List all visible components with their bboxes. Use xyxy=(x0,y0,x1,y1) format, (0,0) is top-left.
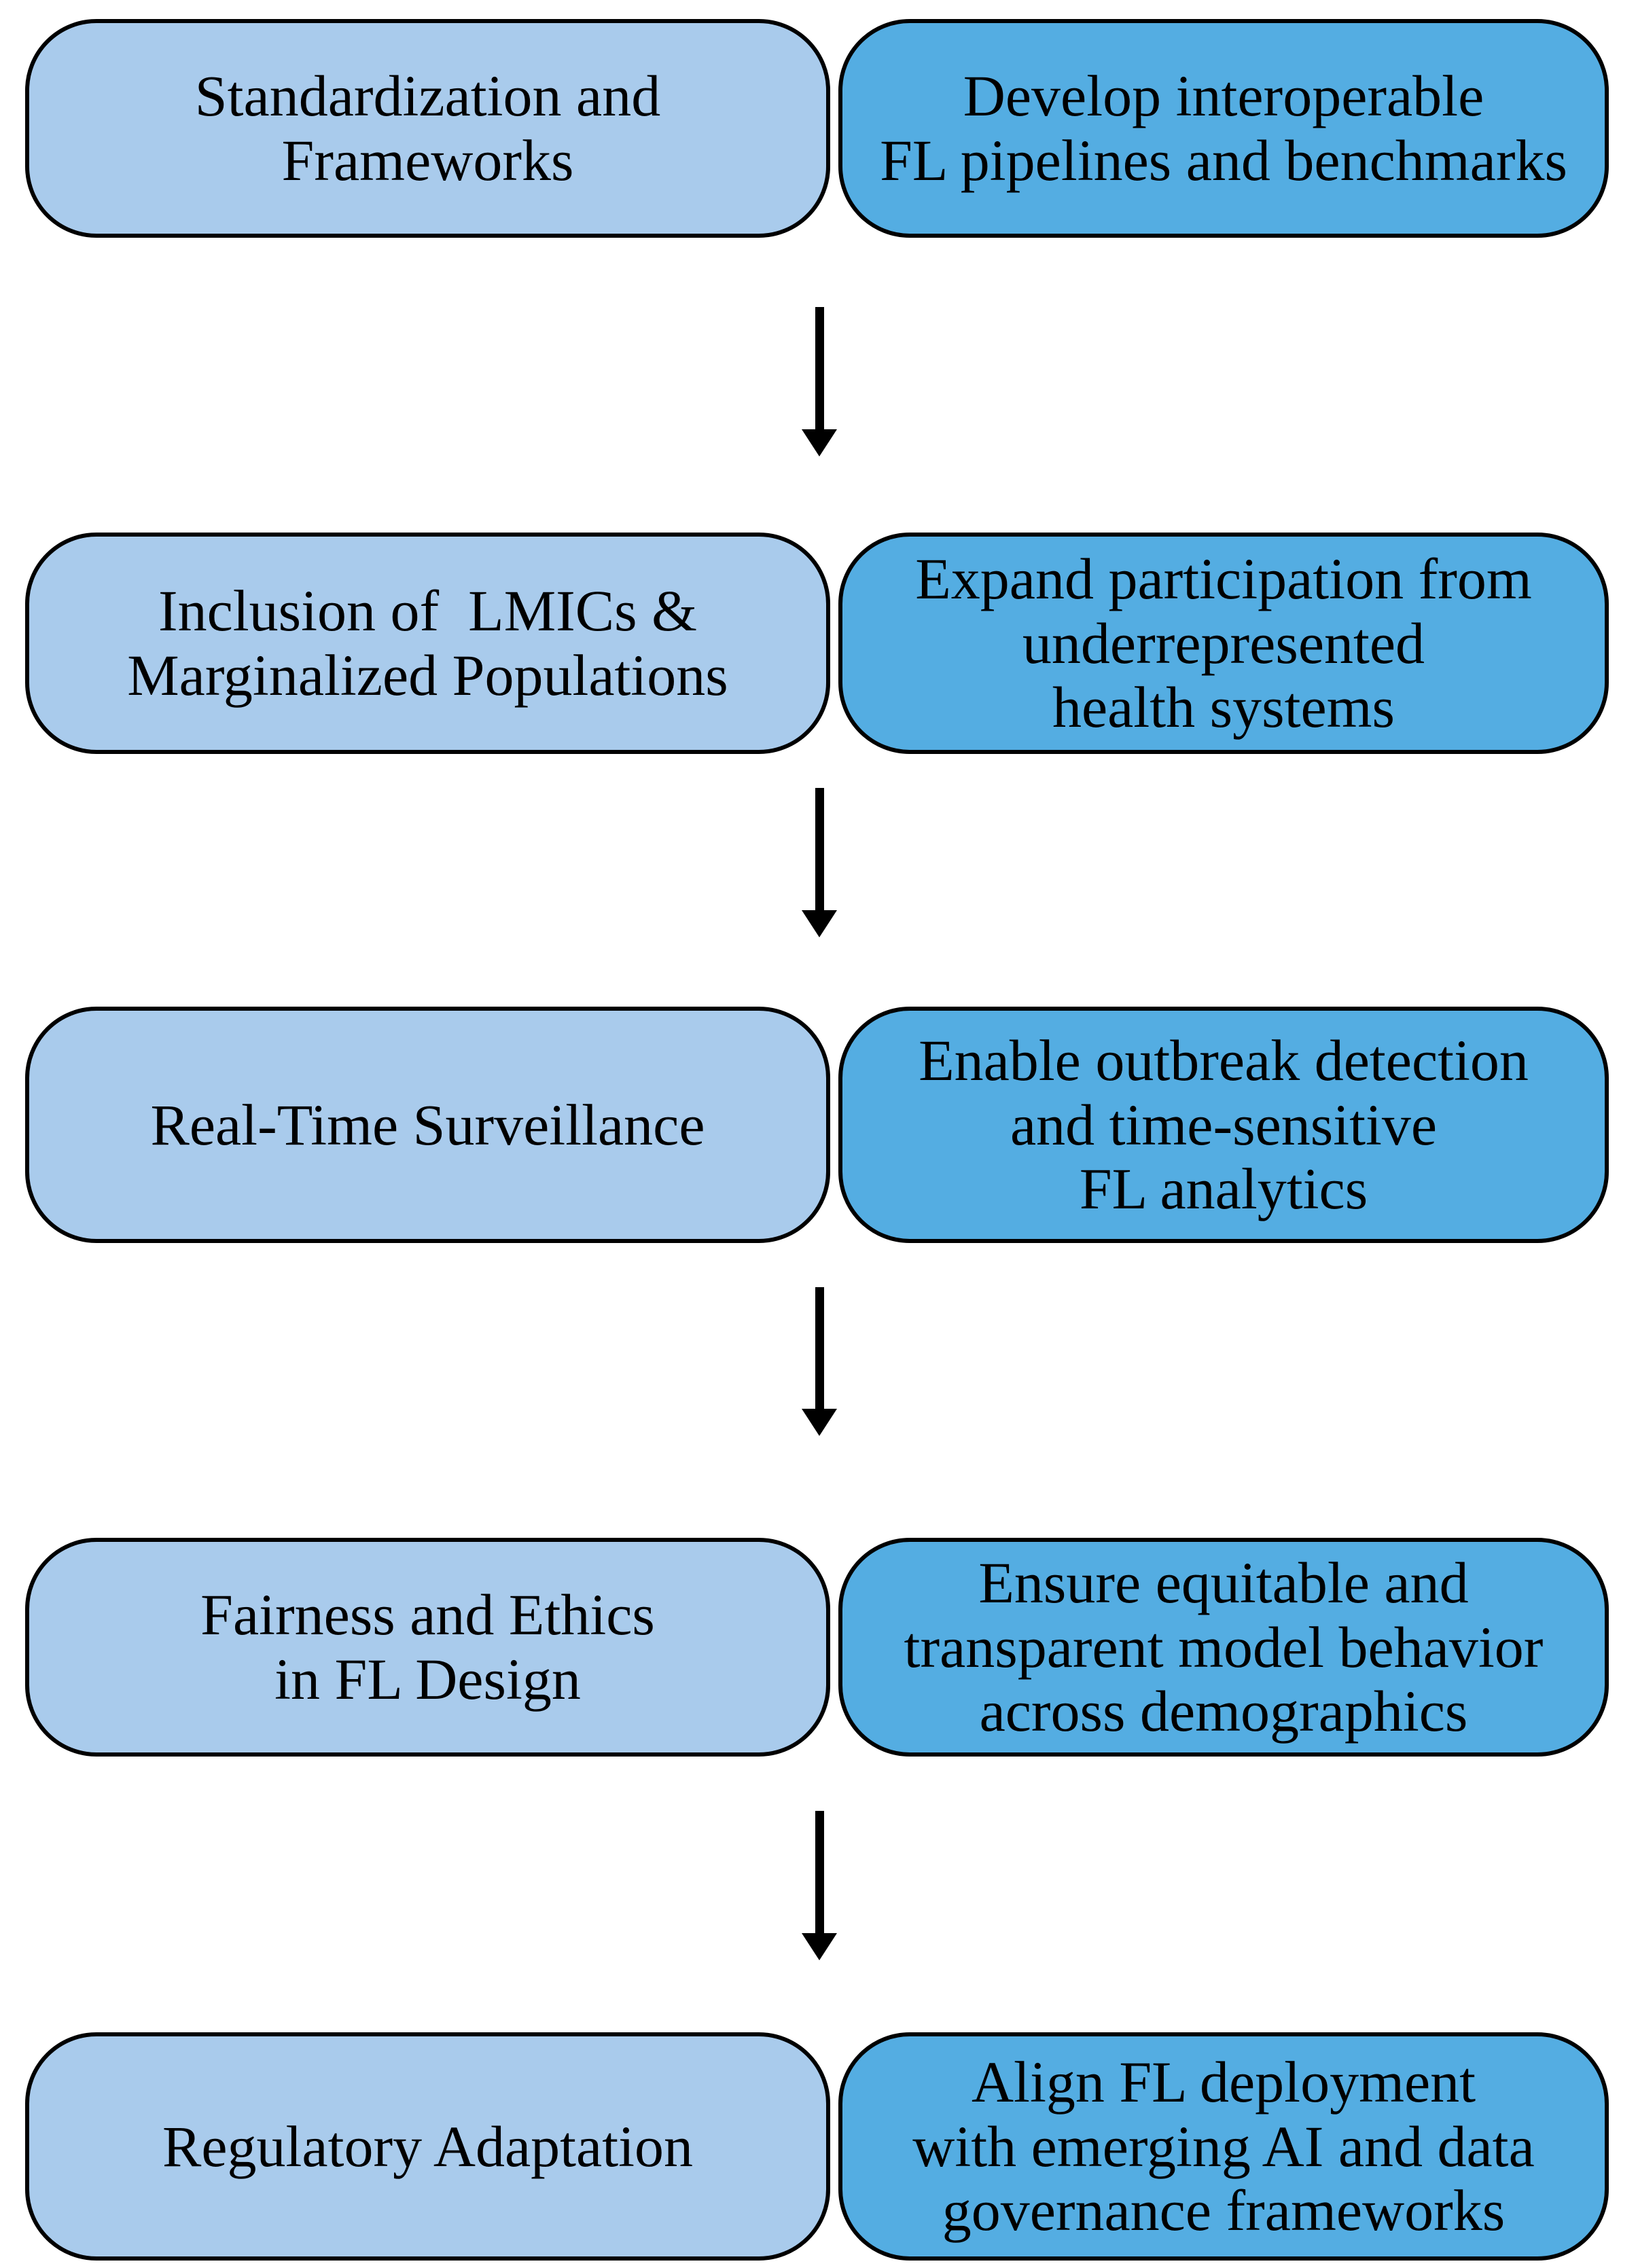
down-arrow-head xyxy=(802,1409,837,1436)
down-arrow-head xyxy=(802,910,837,937)
down-arrow-shaft xyxy=(815,788,824,910)
flow-box-action-surveillance: Enable outbreak detection and time-sensi… xyxy=(838,1007,1609,1243)
flow-box-action-regulatory: Align FL deployment with emerging AI and… xyxy=(838,2032,1609,2261)
flow-box-action-fairness: Ensure equitable and transparent model b… xyxy=(838,1538,1609,1757)
down-arrow-shaft xyxy=(815,1811,824,1933)
down-arrow-shaft xyxy=(815,307,824,429)
flow-box-topic-regulatory: Regulatory Adaptation xyxy=(25,2032,830,2261)
flow-box-action-inclusion: Expand participation from underrepresent… xyxy=(838,533,1609,754)
down-arrow-head xyxy=(802,1933,837,1960)
flow-box-topic-surveillance: Real-Time Surveillance xyxy=(25,1007,830,1243)
flow-box-action-standardization: Develop interoperable FL pipelines and b… xyxy=(838,19,1609,238)
down-arrow-shaft xyxy=(815,1287,824,1409)
down-arrow-head xyxy=(802,429,837,456)
down-arrow-icon xyxy=(802,1811,837,1960)
flow-box-topic-standardization: Standardization and Frameworks xyxy=(25,19,830,238)
down-arrow-icon xyxy=(802,1287,837,1436)
flow-box-topic-fairness: Fairness and Ethics in FL Design xyxy=(25,1538,830,1757)
down-arrow-icon xyxy=(802,307,837,456)
down-arrow-icon xyxy=(802,788,837,937)
flow-box-topic-inclusion: Inclusion of LMICs & Marginalized Popula… xyxy=(25,533,830,754)
